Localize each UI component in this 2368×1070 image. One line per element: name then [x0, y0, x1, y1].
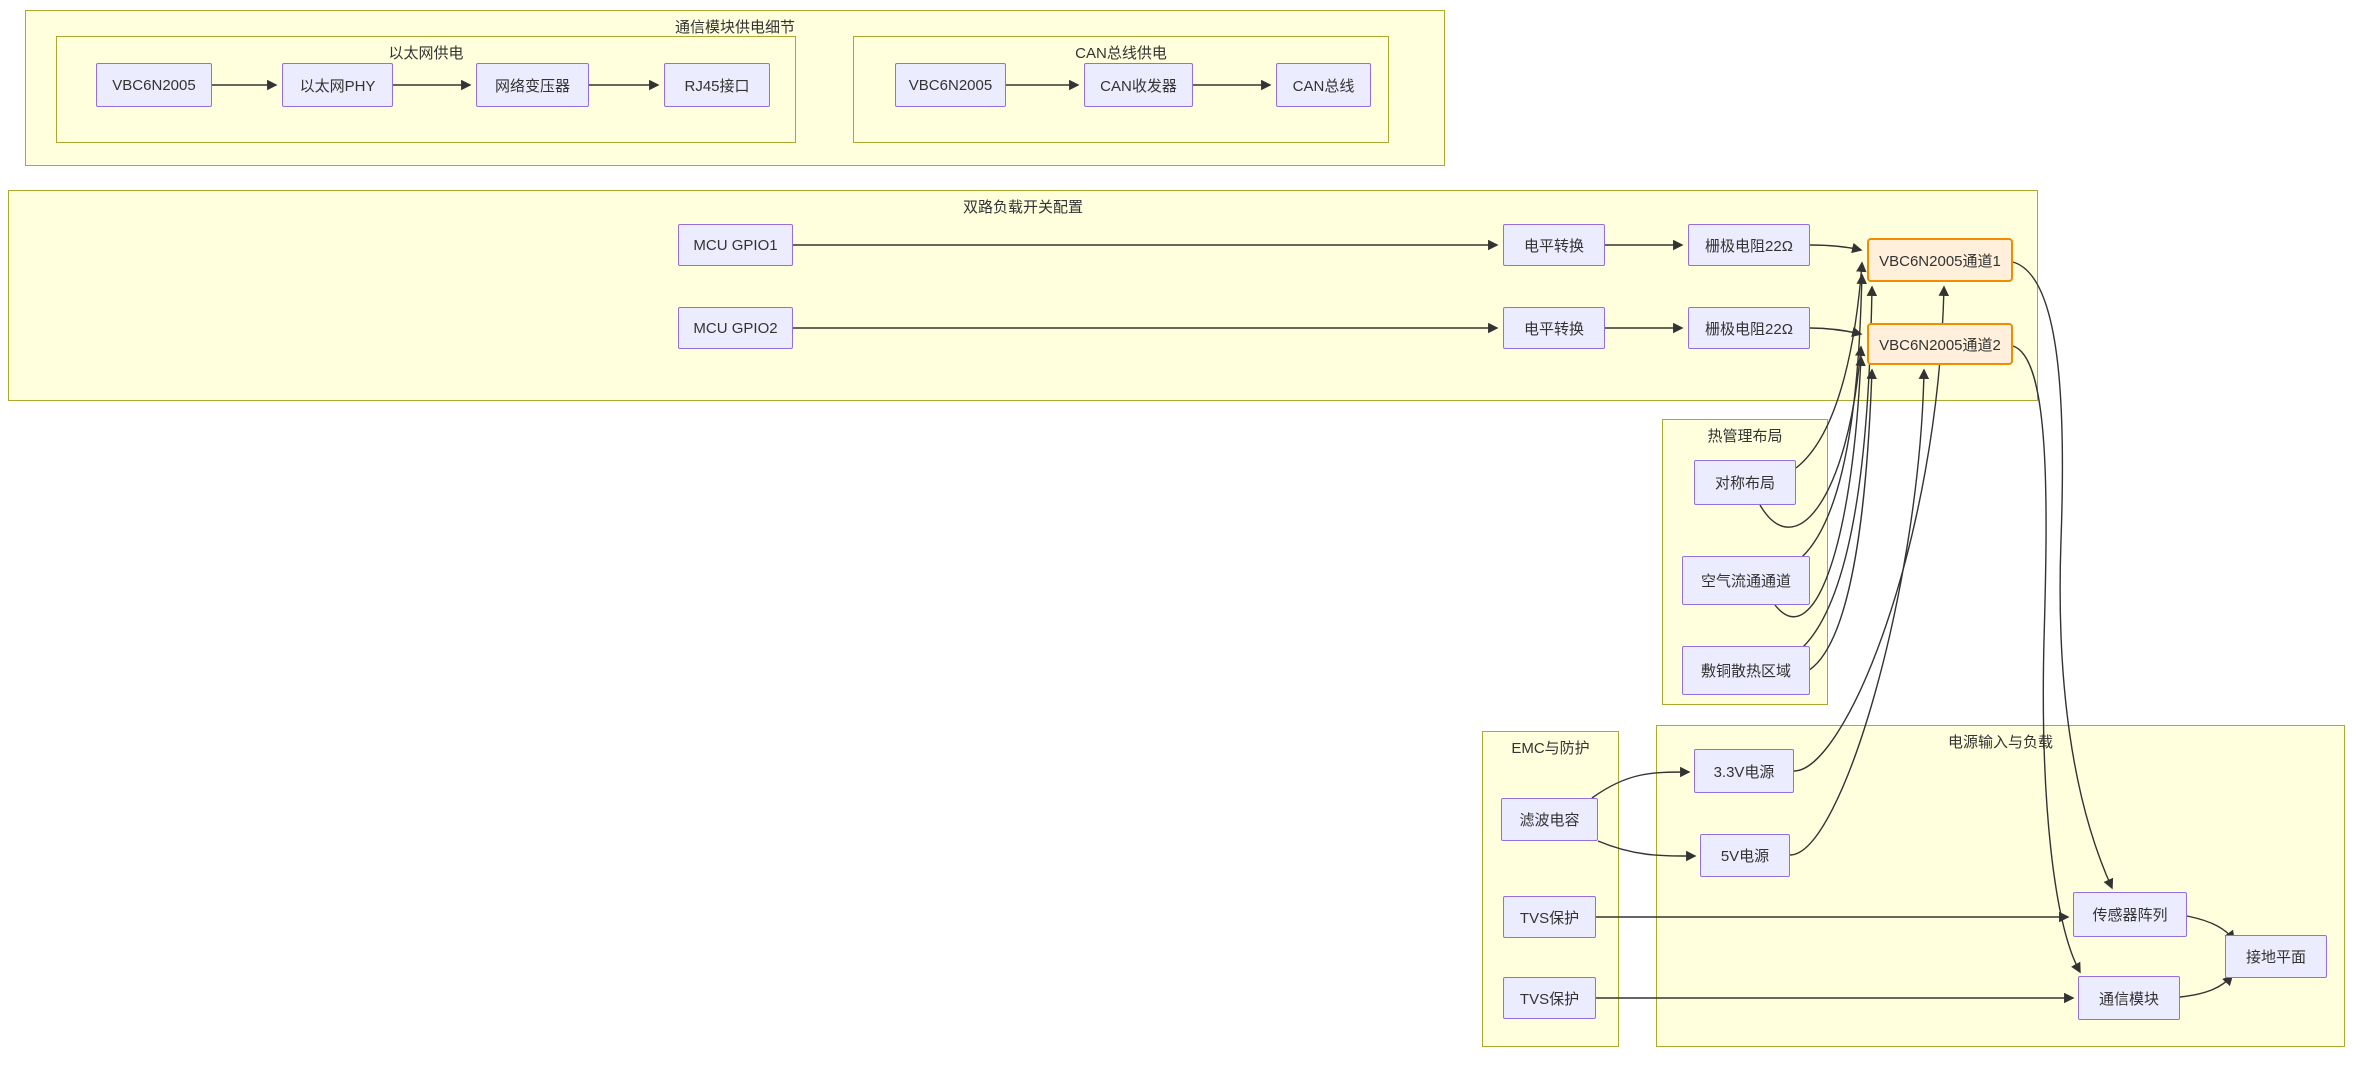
node-gate-resistor-2: 栅极电阻22Ω: [1688, 307, 1810, 349]
node-vbc6n2005-channel1: VBC6N2005通道1: [1867, 238, 2013, 282]
edge-copper-ch2: [1805, 368, 1877, 673]
node-gate-resistor-1: 栅极电阻22Ω: [1688, 224, 1810, 266]
edge-v33-ch1: [1793, 285, 1950, 772]
edge-v5-ch2: [1789, 368, 1930, 856]
node-tvs-protection-2: TVS保护: [1503, 977, 1596, 1019]
group-title-ethernet-power: 以太网供电: [388, 45, 464, 62]
node-network-transformer: 网络变压器: [476, 63, 589, 107]
group-title-can-power: CAN总线供电: [1075, 45, 1167, 62]
node-can-bus: CAN总线: [1276, 63, 1371, 107]
node-can-transceiver: CAN收发器: [1084, 63, 1193, 107]
node-copper-heat-area: 敷铜散热区域: [1682, 646, 1810, 695]
edge-airflow-ch1: [1801, 273, 1867, 558]
node-ground-plane: 接地平面: [2225, 935, 2327, 978]
node-level-shifter-2: 电平转换: [1503, 307, 1605, 349]
node-level-shifter-1: 电平转换: [1503, 224, 1605, 266]
node-sensor-array: 传感器阵列: [2073, 892, 2187, 937]
edge-symmetric-ch2: [1759, 345, 1866, 528]
node-mcu-gpio2: MCU GPIO2: [678, 307, 793, 349]
group-title-emc: EMC与防护: [1511, 740, 1590, 757]
edge-filter_cap-v5: [1597, 840, 1697, 862]
node-comm-module: 通信模块: [2078, 976, 2180, 1020]
group-title-comm-power-detail: 通信模块供电细节: [674, 19, 795, 36]
group-title-dual-load-switch: 双路负载开关配置: [962, 199, 1083, 216]
group-title-thermal: 热管理布局: [1707, 428, 1783, 445]
node-ethernet-phy: 以太网PHY: [282, 63, 393, 107]
node-filter-capacitor: 滤波电容: [1501, 798, 1598, 841]
node-vbc6n2005-channel2: VBC6N2005通道2: [1867, 323, 2013, 365]
node-can-vbc6n2005: VBC6N2005: [895, 63, 1006, 107]
node-tvs-protection-1: TVS保护: [1503, 896, 1596, 938]
node-airflow-channel: 空气流通通道: [1682, 556, 1810, 605]
edge-ch2-comm: [2012, 345, 2081, 974]
edge-comm-ground: [2179, 974, 2234, 998]
edge-filter_cap-v33: [1591, 766, 1691, 799]
group-title-power-load: 电源输入与负载: [1947, 734, 2053, 751]
edge-gate2-ch2: [1809, 326, 1863, 338]
edge-airflow-ch2: [1774, 355, 1866, 618]
node-rj45-port: RJ45接口: [664, 63, 770, 107]
edge-gate1-ch1: [1809, 242, 1863, 254]
node-mcu-gpio1: MCU GPIO1: [678, 224, 793, 266]
node-3v3-power: 3.3V电源: [1694, 749, 1794, 793]
node-symmetric-layout: 对称布局: [1694, 460, 1796, 505]
edge-ch1-sensor: [2012, 261, 2114, 890]
edge-symmetric-ch1: [1795, 261, 1867, 469]
node-5v-power: 5V电源: [1700, 834, 1790, 877]
node-eth-vbc6n2005: VBC6N2005: [96, 63, 212, 107]
